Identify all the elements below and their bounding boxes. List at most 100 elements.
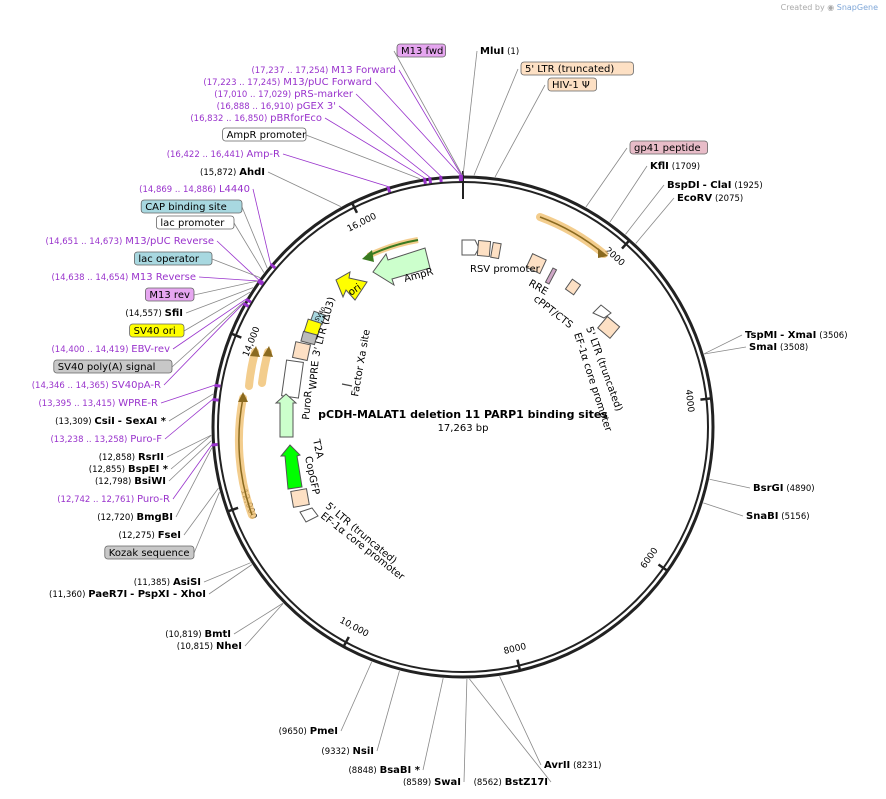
- bspdi-label: BspDI - ClaI (1925): [667, 180, 763, 191]
- label-bsiwi: (12,798) BsiWI: [95, 476, 166, 487]
- label-prs-marker: (17,010 .. 17,029) pRS-marker: [214, 89, 354, 100]
- label-wpre-r: (13,395 .. 13,415) WPRE-R: [38, 398, 158, 409]
- leader-tspmi: [703, 334, 743, 355]
- orf-arc-left-1-core: [238, 397, 253, 516]
- label-bstz17i: (8562) BstZ17I: [474, 777, 548, 788]
- label-csii: (13,309) CsiI - SexAI *: [55, 416, 167, 427]
- leader-prs-marker: [355, 93, 441, 177]
- leader-bmti: [233, 602, 284, 635]
- label-bsabi: (8848) BsaBI *: [348, 765, 420, 776]
- ltr5c-box: [597, 315, 621, 339]
- label-ampr-promoter: AmpR promoter: [222, 127, 307, 142]
- leader-m13forward: [398, 69, 462, 176]
- leader-paer7i: [208, 564, 253, 595]
- snabi-label: SnaBI (5156): [746, 511, 810, 522]
- orf-arc-right: [536, 213, 608, 258]
- feature-factor-xa: Factor Xa site: [350, 329, 373, 398]
- bmgbi-label: (12,720) BmgBI: [97, 512, 173, 523]
- label-tspmi: TspMI - XmaI (3506): [745, 330, 848, 341]
- leader-ecorv: [635, 197, 675, 244]
- credit-brand: SnapGene: [836, 3, 878, 12]
- label-gp41: gp41 peptide: [629, 140, 708, 155]
- gp41-box-bg: [629, 140, 708, 155]
- feature-rsv-promoter: RSV promoter: [470, 264, 541, 275]
- primer-mark-puro-f: [212, 397, 219, 402]
- leader-kozak: [193, 491, 220, 554]
- label-m13puc-fwd: (17,223 .. 17,245) M13/pUC Forward: [203, 77, 372, 88]
- ampr-promoter-box-bg: [222, 127, 307, 142]
- label-kfli: KflI (1709): [650, 161, 700, 172]
- hiv1psi-text: HIV-1 Ψ: [552, 80, 590, 91]
- primer-mark-wpre-r: [214, 383, 221, 388]
- primer-mark-amp-r: [386, 186, 392, 193]
- ef1a-arrow-b: [299, 507, 319, 523]
- label-m13puc-rev: (14,651 .. 14,673) M13/pUC Reverse: [45, 236, 214, 247]
- leader-pmei: [340, 661, 373, 732]
- leader-m13puc-fwd: [374, 81, 461, 176]
- ltr5-box: [476, 239, 492, 258]
- leader-pgex3: [338, 105, 430, 178]
- puror-arrow: [274, 393, 298, 438]
- label-smai: SmaI (3508): [749, 342, 808, 353]
- rre-box: [525, 253, 547, 275]
- feature-layer: [234, 213, 621, 523]
- feature-ltr5-inner-b: 5' LTR (truncated): [323, 501, 399, 567]
- nhei-label: (10,815) NheI: [177, 641, 242, 652]
- label-m13reverse: (14,638 .. 14,654) M13 Reverse: [51, 272, 196, 283]
- credit-prefix: Created by: [780, 3, 825, 12]
- leader-avrii: [499, 676, 542, 766]
- label-swai: (8589) SwaI: [403, 777, 461, 788]
- ruler-tick: [700, 396, 713, 401]
- ef1a-arrow-a: [592, 304, 612, 319]
- leader-cap-site: [241, 206, 268, 269]
- rsv-promoter-arrow: [461, 239, 480, 256]
- leader-bmgbi: [175, 447, 213, 518]
- label-snabi: SnaBI (5156): [746, 511, 810, 522]
- cap-site-box-bg: [140, 199, 243, 214]
- leader-bstz17i: [469, 678, 552, 783]
- label-amp-r: (16,422 .. 16,441) Amp-R: [167, 149, 280, 160]
- orf-arc-left-1-head: [238, 392, 248, 402]
- ruler-tick: [229, 332, 242, 339]
- leader-csii: [168, 393, 214, 422]
- label-cap-site: CAP binding site: [140, 199, 243, 214]
- m13rev-box-box-bg: [144, 287, 195, 302]
- m13fwd-box-text: M13 fwd: [401, 46, 443, 57]
- ltr5-trunc-box-bg: [520, 61, 634, 76]
- orf-arc-left-2: [245, 348, 259, 390]
- lac-operator-box-bg: [133, 251, 213, 266]
- ori-arrow: [335, 271, 368, 301]
- leader-hiv1psi: [494, 84, 546, 178]
- label-sfii: (14,557) SfiI: [125, 308, 183, 319]
- leader-kfli: [609, 165, 648, 223]
- ampr-arrow: [372, 247, 431, 287]
- m13puc-fwd-label: (17,223 .. 17,245) M13/pUC Forward: [203, 77, 372, 88]
- leader-puro-r: [172, 444, 212, 500]
- ruler-tick-label: 4000: [683, 389, 696, 413]
- leader-asisi: [203, 562, 251, 583]
- csii-label: (13,309) CsiI - SexAI *: [55, 416, 167, 427]
- leader-sfii: [185, 287, 254, 314]
- ahdi-label: (15,872) AhdI: [200, 167, 265, 178]
- bmti-label: (10,819) BmtI: [165, 629, 231, 640]
- kozak-text: Kozak sequence: [109, 548, 190, 559]
- orf-arc-left-3: [258, 348, 272, 387]
- label-m13fwd-box: M13 fwd: [396, 43, 446, 58]
- leader-m13rev-box: [193, 280, 258, 296]
- smai-label: SmaI (3508): [749, 342, 808, 353]
- primer-mark-ebv-rev: [245, 297, 252, 304]
- kozak-box-bg: [104, 545, 195, 560]
- wpre-box: [281, 359, 304, 399]
- feature-t2a: T2A: [310, 437, 325, 459]
- primer-mark-pbrforeco: [422, 177, 427, 185]
- label-ebv-rev: (14,400 .. 14,419) EBV-rev: [51, 344, 170, 355]
- puro-r-label: (12,742 .. 12,761) Puro-R: [57, 494, 170, 505]
- ampr-promoter-text: AmpR promoter: [227, 130, 307, 141]
- sv40ori-box-bg: [129, 323, 185, 338]
- asisi-label: (11,385) AsiSI: [134, 577, 201, 588]
- psi-box: [490, 241, 502, 260]
- cap-site-text: CAP binding site: [145, 202, 227, 213]
- label-paer7i: (11,360) PaeR7I - PspXI - XhoI: [49, 589, 206, 600]
- plasmid-name: pCDH-MALAT1 deletion 11 PARP1 binding si…: [318, 408, 608, 421]
